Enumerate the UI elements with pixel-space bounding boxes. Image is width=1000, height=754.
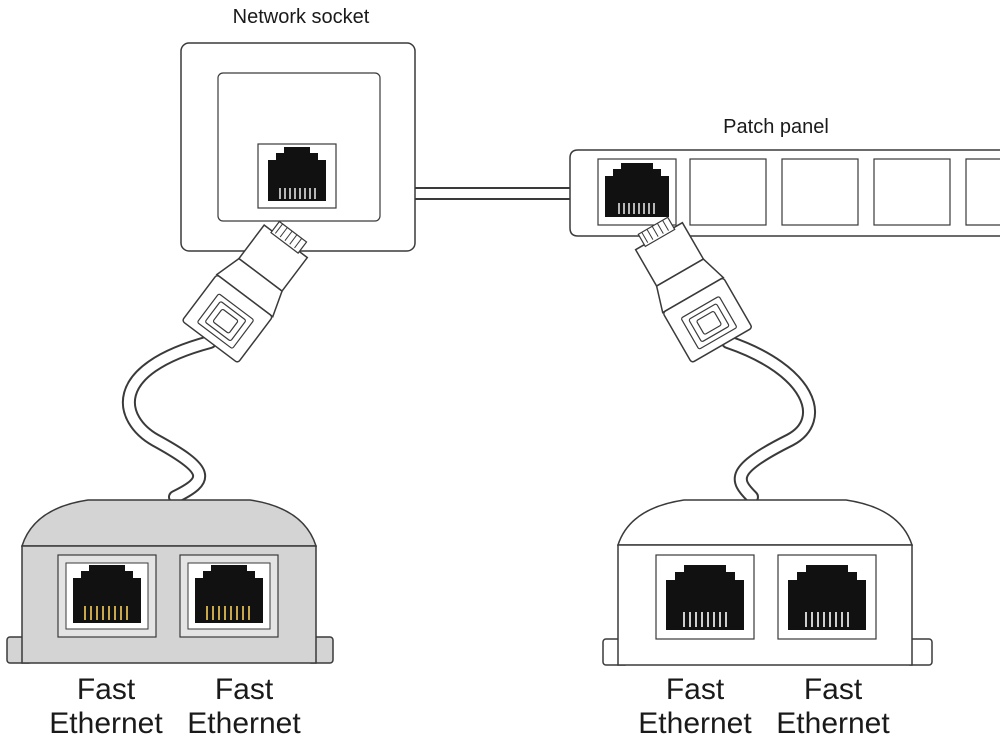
port-label-line2: Ethernet xyxy=(638,707,752,740)
patch-panel-port-2 xyxy=(689,158,767,226)
patch-panel xyxy=(569,149,1000,237)
port-label-line1: Fast xyxy=(803,673,863,706)
port-label-line2: Ethernet xyxy=(187,707,301,740)
patch-panel-port-1 xyxy=(597,158,677,226)
port-label-right-2: Fast Ethernet xyxy=(776,673,889,741)
right-patch-cable xyxy=(721,335,816,504)
network-socket-label: Network socket xyxy=(232,6,370,28)
patch-panel-port-5 xyxy=(965,158,1000,226)
left-rj45-plug xyxy=(182,220,309,363)
port-label-line1: Fast xyxy=(76,673,136,706)
port-label-right-1: Fast Ethernet xyxy=(638,673,751,741)
right-splitter-port-2 xyxy=(777,554,877,640)
port-label-line1: Fast xyxy=(665,673,725,706)
patch-panel-port-4 xyxy=(873,158,951,226)
left-splitter xyxy=(6,499,334,664)
patch-panel-label: Patch panel xyxy=(723,116,829,138)
port-label-line2: Ethernet xyxy=(49,707,163,740)
network-socket xyxy=(180,42,416,252)
port-label-left-1: Fast Ethernet xyxy=(49,673,162,741)
right-splitter xyxy=(602,499,933,666)
left-splitter-port-2 xyxy=(179,554,279,638)
patch-panel-port-3 xyxy=(781,158,859,226)
right-rj45-plug xyxy=(634,216,752,363)
port-label-line2: Ethernet xyxy=(776,707,890,740)
port-label-left-2: Fast Ethernet xyxy=(187,673,300,741)
port-label-line1: Fast xyxy=(214,673,274,706)
socket-rj45-port xyxy=(257,143,337,209)
trunk-cable xyxy=(412,187,572,200)
left-patch-cable xyxy=(122,335,217,504)
left-splitter-port-1 xyxy=(57,554,157,638)
right-splitter-port-1 xyxy=(655,554,755,640)
